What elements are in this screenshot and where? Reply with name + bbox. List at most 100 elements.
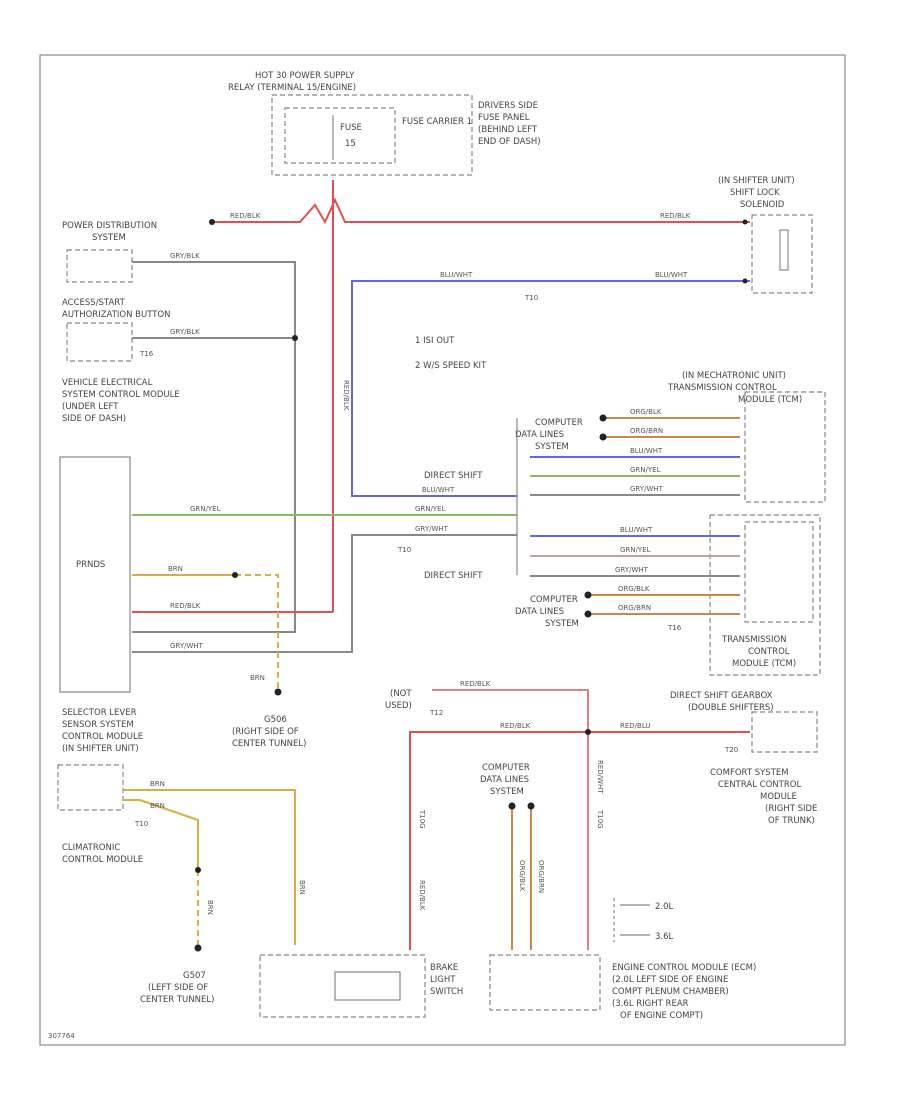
data-line-dot [527,802,535,810]
svg-text:G506: G506 [264,715,287,725]
connector-t10g-2: T10G [596,809,604,829]
vehicle-electrical-label: VEHICLE ELECTRICAL SYSTEM CONTROL MODULE… [62,378,180,424]
tcm-inner-box [744,521,814,623]
svg-text:(NOT: (NOT [390,689,412,699]
svg-text:G507: G507 [183,971,206,981]
svg-text:MODULE (TCM): MODULE (TCM) [732,659,796,669]
svg-text:POWER DISTRIBUTION: POWER DISTRIBUTION [62,221,157,231]
svg-text:LIGHT: LIGHT [430,975,456,985]
access-start-box [66,322,133,362]
svg-text:ENGINE CONTROL MODULE (ECM): ENGINE CONTROL MODULE (ECM) [612,963,756,973]
prnds-box [59,456,131,693]
svg-text:(UNDER LEFT: (UNDER LEFT [62,402,119,412]
connector-t10-1: T10 [524,294,538,302]
svg-text:(LEFT SIDE OF: (LEFT SIDE OF [148,983,208,993]
drivers-fuse-panel-label: DRIVERS SIDE FUSE PANEL (BEHIND LEFT END… [478,101,541,147]
wire-label-grn-yel-2: GRN/YEL [415,505,446,513]
outer-frame [39,54,846,1046]
red-power-wire [212,197,750,225]
tcm-box-1 [744,391,826,503]
svg-text:VEHICLE ELECTRICAL: VEHICLE ELECTRICAL [62,378,153,388]
svg-text:USED): USED) [385,701,412,711]
connector-t12: T12 [429,709,443,717]
svg-text:(3.6L RIGHT REAR: (3.6L RIGHT REAR [612,999,689,1009]
wire-label-blu-wht-2: BLU/WHT [655,271,688,279]
svg-text:(IN MECHATRONIC UNIT): (IN MECHATRONIC UNIT) [682,371,786,381]
wire-label-red-blk-5: RED/BLK [500,722,531,730]
svg-text:MODULE: MODULE [760,792,797,802]
brown-wire-4 [123,799,199,870]
wire-label-org-blk-1: ORG/BLK [630,408,662,416]
direct-shift-1-label: DIRECT SHIFT [424,471,483,481]
svg-text:END OF DASH): END OF DASH) [478,137,541,147]
selector-box [57,764,124,811]
comp-lines-3-label: COMPUTER DATA LINES SYSTEM [480,763,530,797]
svg-text:CONTROL MODULE: CONTROL MODULE [62,855,143,865]
wire-label-org-brn-1: ORG/BRN [630,427,663,435]
svg-text:DIRECT SHIFT GEARBOX: DIRECT SHIFT GEARBOX [670,691,773,701]
svg-text:(DOUBLE SHIFTERS): (DOUBLE SHIFTERS) [688,703,774,713]
wire-label-red-blu: RED/BLU [620,722,651,730]
wire-label-red-blk-2: RED/BLK [660,212,691,220]
connector-pin [742,278,748,284]
svg-text:COMPUTER: COMPUTER [530,595,578,605]
svg-text:SIDE OF DASH): SIDE OF DASH) [62,414,126,424]
wire-label-red-blk-1: RED/BLK [230,212,261,220]
svg-text:SYSTEM: SYSTEM [545,619,579,629]
fuse-carrier-box [271,94,473,176]
wire-label-gry-blk-1: GRY/BLK [170,252,200,260]
legend-1: 1 ISI OUT [415,336,455,346]
brake-switch-box [259,954,426,1018]
wire-label-grn-yel-1: GRN/YEL [190,505,221,513]
svg-text:DATA LINES: DATA LINES [515,430,564,440]
svg-text:COMPUTER: COMPUTER [535,418,583,428]
data-line-dot [599,433,607,441]
svg-text:COMPUTER: COMPUTER [482,763,530,773]
wire-label-brn-2: BRN [250,674,265,682]
access-start-label: ACCESS/START AUTHORIZATION BUTTON [62,298,171,320]
wire-label-gry-blk-2: GRY/BLK [170,328,200,336]
ground-point-g506 [274,688,282,696]
hot30-label: HOT 30 POWER SUPPLY [255,71,355,81]
svg-text:SOLENOID: SOLENOID [740,200,785,210]
g507-label: G507 (LEFT SIDE OF CENTER TUNNEL) [140,971,214,1005]
fuse-number: 15 [345,139,356,149]
svg-text:CONTROL MODULE: CONTROL MODULE [62,732,143,742]
wire-label-red-blk-6: RED/BLK [418,880,426,911]
legend-2: 2 W/S SPEED KIT [415,361,487,371]
svg-text:CONTROL: CONTROL [748,647,790,657]
wire-label-brn-3: BRN [150,780,165,788]
direct-shift-2-label: DIRECT SHIFT [424,571,483,581]
comfort-label: COMFORT SYSTEM CENTRAL CONTROL MODULE (R… [710,768,817,826]
wire-label-grn-yel-3: GRN/YEL [630,466,661,474]
connector-t10-3: T10 [134,820,148,828]
wire-label-brn-1: BRN [168,565,183,573]
blue-wire [351,280,750,497]
svg-text:TRANSMISSION: TRANSMISSION [721,635,787,645]
prnds-label: PRNDS [76,560,105,570]
svg-text:SENSOR SYSTEM: SENSOR SYSTEM [62,720,134,730]
power-distribution-box [66,249,133,283]
svg-text:SYSTEM: SYSTEM [490,787,524,797]
svg-text:CENTER TUNNEL): CENTER TUNNEL) [140,995,214,1005]
wire-label-red-blk-3: RED/BLK [170,602,201,610]
wire-label-blu-wht-4: BLU/WHT [630,447,663,455]
comp-lines-2-label: COMPUTER DATA LINES SYSTEM [515,595,579,629]
connector-t16-1: T16 [139,350,154,358]
splice-dot [292,335,298,341]
shift-lock-solenoid-box [751,214,813,294]
diagram-id: 307764 [48,1032,75,1040]
connector-pin [742,219,748,225]
svg-text:BRAKE: BRAKE [430,963,458,973]
wire-label-org-blk-2: ORG/BLK [618,585,650,593]
engine-2-0l-label: 2.0L [655,902,674,912]
climatronic-label: CLIMATRONIC CONTROL MODULE [62,843,143,865]
power-distribution-label: POWER DISTRIBUTION SYSTEM [62,221,157,243]
data-line-dot [508,802,516,810]
comp-lines-1-label: COMPUTER DATA LINES SYSTEM [515,418,583,452]
svg-text:(RIGHT SIDE: (RIGHT SIDE [765,804,817,814]
svg-text:MODULE (TCM): MODULE (TCM) [738,395,802,405]
wire-label-org-brn-3: ORG/BRN [537,860,545,893]
